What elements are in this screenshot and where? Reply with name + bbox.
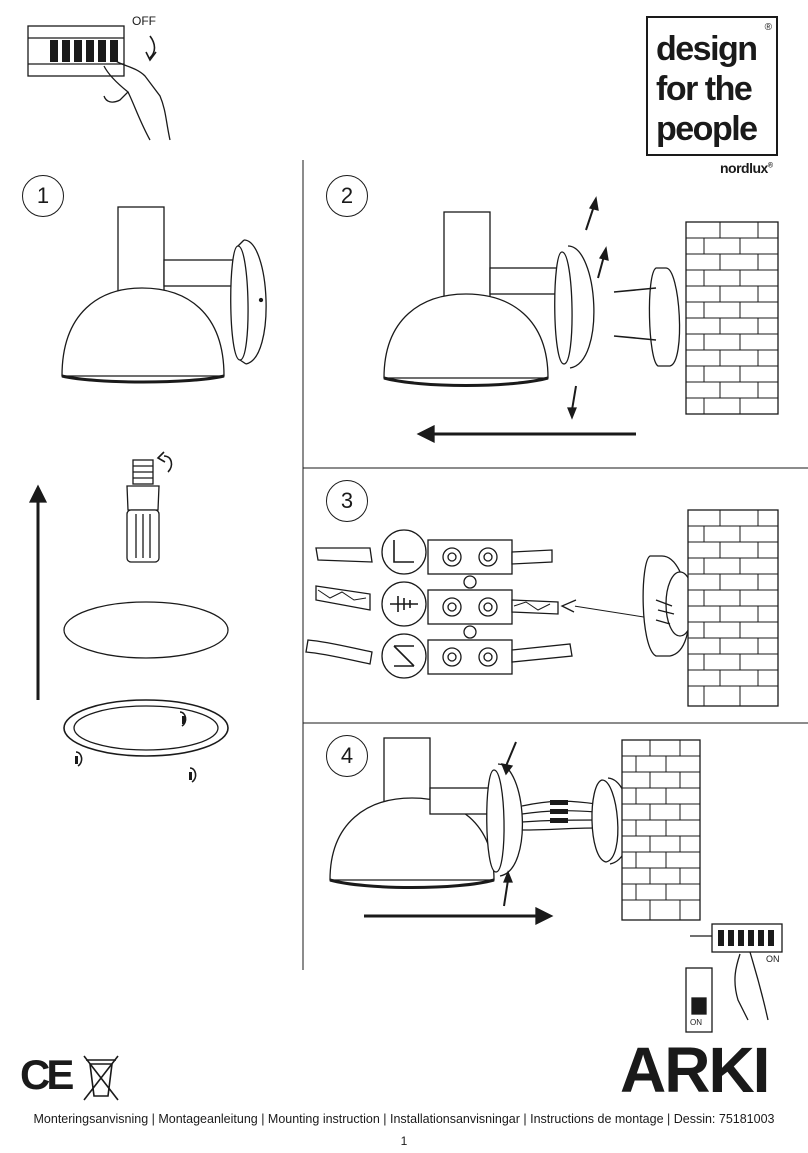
fuse-box-off-illustration [27, 25, 171, 141]
logo-line-1: design [656, 30, 758, 68]
step-2-marker: 2 [326, 175, 368, 217]
step-4-marker: 4 [326, 735, 368, 777]
brand-mark: ® [767, 162, 773, 170]
off-label: OFF [132, 14, 156, 28]
lamp-mounting-step-2 [383, 196, 779, 444]
nordlux-brand: nordlux® [720, 160, 773, 176]
earth-symbol [390, 596, 418, 612]
brick-wall-step-3 [688, 510, 778, 706]
design-for-the-people-logo: ® design for the people [646, 16, 778, 156]
logo-registered-mark: ® [764, 22, 772, 33]
step-3-marker: 3 [326, 480, 368, 522]
breaker-on-label: ON [690, 1018, 702, 1027]
page-number: 1 [400, 1134, 408, 1148]
brick-wall-step-4 [622, 740, 700, 920]
logo-line-3: people [656, 110, 758, 148]
wiring-step-3 [305, 509, 779, 707]
panel-dividers [302, 160, 808, 970]
footer-instructions: Monteringsanvisning | Montageanleitung |… [33, 1112, 775, 1126]
logo-line-2: for the [656, 70, 753, 108]
weee-bin-icon [83, 1055, 119, 1101]
step-1-marker: 1 [22, 175, 64, 217]
product-name: ARKI [620, 1034, 770, 1106]
lamp-assembled-step-1 [61, 206, 267, 384]
brand-name: nordlux [720, 160, 768, 176]
terminal-block [427, 539, 513, 675]
power-on-illustration [685, 923, 783, 1033]
brick-wall-step-2 [686, 222, 778, 414]
bulb-and-diffuser-assembly [28, 451, 229, 783]
ce-mark: CE [20, 1051, 74, 1098]
lamp-fixing-step-4 [329, 737, 701, 926]
switch-on-label: ON [766, 954, 780, 964]
